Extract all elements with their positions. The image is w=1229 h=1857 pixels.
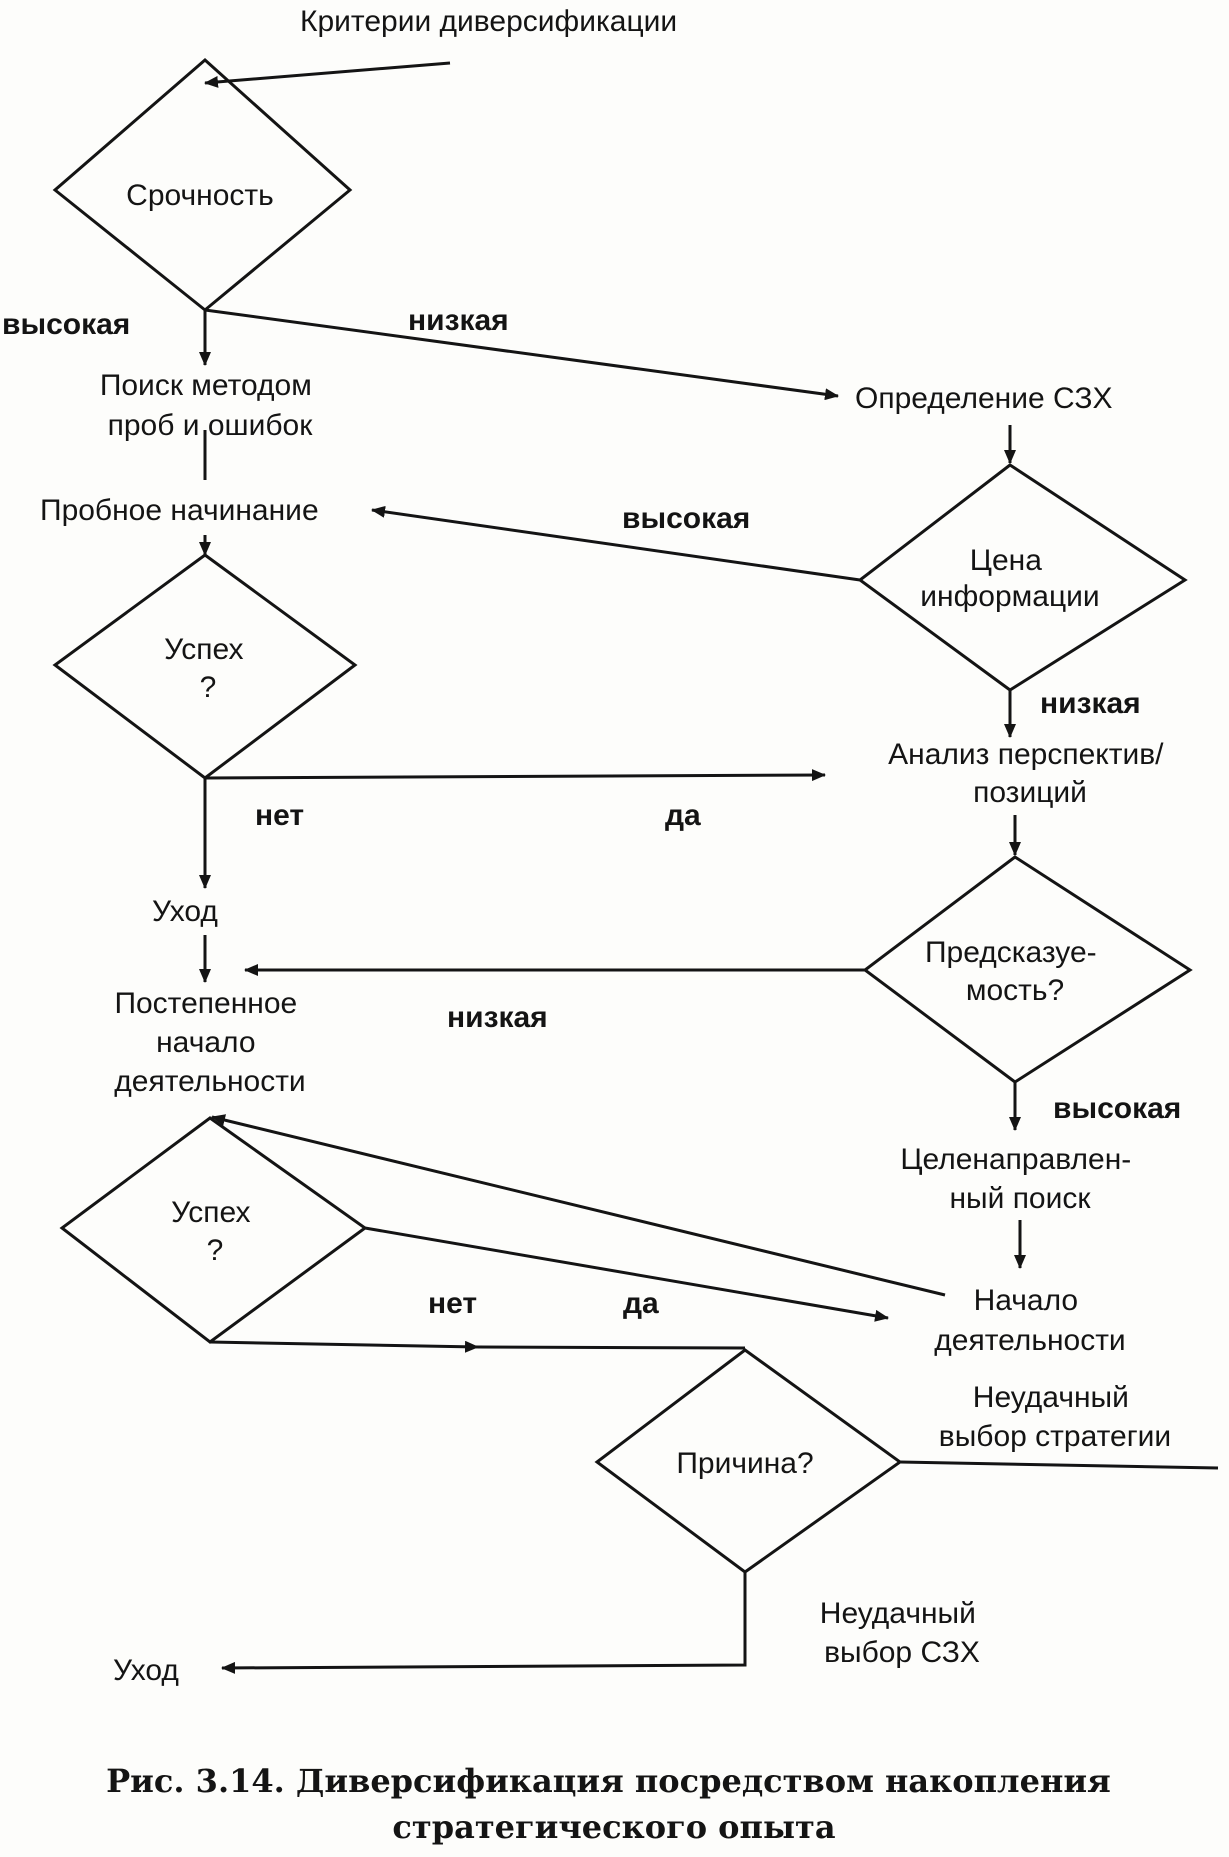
success1-decision <box>52 553 358 780</box>
predictability-label: Предсказуе- мость? <box>925 936 1105 1007</box>
activity-start-label: Начало деятельности <box>934 1284 1125 1357</box>
figure-caption: Рис. 3.14. Диверсификация посредством на… <box>106 1762 1122 1846</box>
info-price-label: Цена информации <box>920 544 1099 613</box>
price-low-label: низкая <box>1040 687 1141 720</box>
urgency-label: Срочность <box>126 179 274 212</box>
success2-yes-label: да <box>623 1287 659 1320</box>
targeted-search-label: Целенаправлен- ный поиск <box>900 1143 1139 1215</box>
price-high-label: высокая <box>622 502 750 535</box>
edge-urgency-low <box>204 308 839 401</box>
success2-label: Успех ? <box>171 1196 259 1267</box>
exit1-label: Уход <box>152 895 218 928</box>
edge-criteria-to-urgency <box>204 61 451 88</box>
trial-search-label: Поиск методом проб и ошибок <box>100 369 320 442</box>
success1-yes-label: да <box>665 799 701 832</box>
predict-low-label: низкая <box>447 1001 548 1034</box>
info-price-decision <box>857 463 1188 692</box>
predict-high-label: высокая <box>1053 1092 1181 1125</box>
success1-label: Успех ? <box>164 633 252 704</box>
gradual-start-label: Постепенное начало деятельности <box>114 987 305 1098</box>
edge-success2-yes <box>364 1226 889 1322</box>
cause-label: Причина? <box>676 1447 813 1480</box>
edge-price-high <box>371 505 861 582</box>
success1-no-label: нет <box>255 799 304 832</box>
edge-no-to-cause <box>477 1345 746 1350</box>
success2-decision <box>59 1116 368 1344</box>
urgency-low-label: низкая <box>408 304 509 337</box>
bad-strategy-label: Неудачный выбор стратегии <box>939 1381 1171 1453</box>
edge-cause-bad-strategy <box>899 1460 1219 1470</box>
predictability-decision <box>862 855 1193 1084</box>
urgency-high-label: высокая <box>2 308 130 341</box>
criteria-label: Критерии диверсификации <box>300 5 677 38</box>
bad-szh-label: Неудачный выбор СЗХ <box>820 1597 984 1669</box>
exit2-label: Уход <box>113 1654 179 1687</box>
edge-success2-no <box>209 1340 479 1353</box>
szh-definition-label: Определение СЗХ <box>855 382 1112 415</box>
prospects-analysis-label: Анализ перспектив/ позиций <box>888 738 1172 809</box>
edge-success1-yes <box>204 769 826 782</box>
success2-no-label: нет <box>428 1287 477 1320</box>
edge-cause-bad-szh <box>221 1572 747 1674</box>
trial-start-label: Пробное начинание <box>40 494 319 527</box>
edge-start-to-success2 <box>211 1114 946 1297</box>
